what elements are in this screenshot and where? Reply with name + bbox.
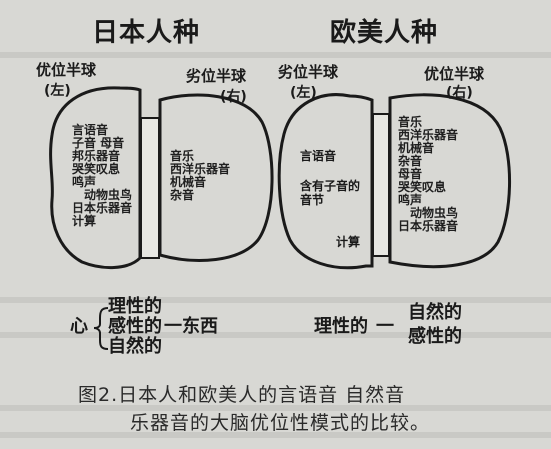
list-item: 音乐: [170, 149, 195, 163]
jp-left-hemisphere-label: 优位半球: [36, 61, 97, 79]
list-item: 鸣声: [72, 175, 97, 189]
list-item: 机械音: [398, 141, 435, 155]
list-item: 动物虫鸟: [410, 206, 459, 220]
list-item: 动物虫鸟: [84, 188, 133, 202]
we-right-side-label: (右): [446, 85, 473, 101]
list-item: 杂音: [170, 188, 195, 202]
list-item: 邦乐器音: [72, 149, 121, 163]
list-item: 音乐: [398, 115, 423, 129]
we-left-hemisphere: [277, 93, 374, 270]
list-item: 日本乐器音: [398, 219, 459, 233]
jp-left-list: 言语音 子音 母音 邦乐器音 哭笑叹息 鸣声 动物虫鸟 日本乐器音 计算: [72, 124, 132, 228]
list-item: 计算: [72, 214, 97, 228]
we-right-hemisphere: [388, 93, 512, 269]
list-item: 言语音: [72, 123, 109, 137]
list-item: 机械音: [170, 175, 207, 189]
list-item: 西洋乐器音: [398, 128, 459, 142]
list-item: 杂音: [398, 154, 423, 168]
bleed-through: [0, 52, 551, 438]
we-left-item-consonant: 含有子音的: [300, 179, 361, 193]
jp-right-side-label: (右): [220, 89, 247, 105]
jp-left-side-label: (左): [44, 83, 71, 99]
jp-natural-label: 自然的: [108, 336, 162, 357]
we-left-item-syllable: 音节: [300, 193, 325, 207]
we-left-item-calc: 计算: [336, 235, 361, 249]
we-left-side-label: (左): [290, 85, 317, 101]
jp-brace: [93, 307, 109, 350]
list-item: 子音 母音: [72, 136, 125, 150]
jp-rational-label: 理性的: [108, 296, 162, 317]
we-right-hemisphere-label: 优位半球: [424, 65, 485, 83]
jp-unity-label: 一东西: [164, 316, 218, 337]
list-item: 日本乐器音: [72, 201, 133, 215]
list-item: 鸣声: [398, 193, 423, 207]
title-western: 欧美人种: [330, 18, 439, 48]
jp-right-list: 音乐 西洋乐器音 机械音 杂音: [170, 150, 230, 202]
list-item: 西洋乐器音: [170, 162, 231, 176]
we-left-hemisphere-label: 劣位半球: [278, 63, 339, 81]
we-corpus: [372, 113, 390, 257]
we-left-item-speech: 言语音: [300, 149, 337, 163]
we-dash: 一: [376, 316, 394, 337]
jp-right-hemisphere: [158, 93, 274, 262]
jp-emotional-label: 感性的: [108, 316, 162, 337]
we-right-list: 音乐 西洋乐器音 机械音 杂音 母音 哭笑叹息 鸣声 动物虫鸟 日本乐器音: [398, 116, 458, 233]
jp-heart-label: 心: [70, 316, 88, 337]
caption-line-1: 图2.日本人和欧美人的言语音 自然音: [78, 384, 406, 406]
we-natural-label: 自然的: [408, 302, 462, 323]
jp-corpus: [140, 117, 160, 259]
jp-right-hemisphere-label: 劣位半球: [186, 67, 247, 85]
caption-line-2: 乐器音的大脑优位性模式的比较。: [130, 412, 431, 434]
list-item: 哭笑叹息: [72, 162, 121, 176]
we-rational-label: 理性的: [314, 316, 368, 337]
title-japanese: 日本人种: [92, 18, 201, 48]
we-emotional-label: 感性的: [408, 326, 462, 347]
list-item: 哭笑叹息: [398, 180, 447, 194]
jp-left-hemisphere: [49, 86, 142, 270]
list-item: 母音: [398, 167, 423, 181]
